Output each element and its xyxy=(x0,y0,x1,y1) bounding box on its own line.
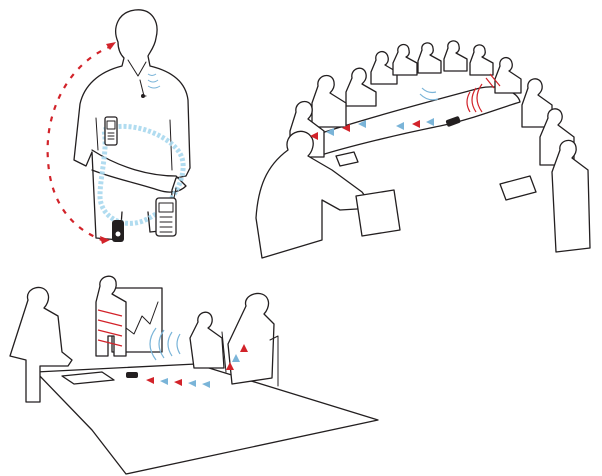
scene-personal xyxy=(48,10,190,244)
mobile-phone-icon xyxy=(126,372,138,378)
lapel-microphone-icon xyxy=(140,80,146,96)
hearing-device-icon xyxy=(112,220,124,242)
conference-attendees xyxy=(290,41,590,252)
scene-presentation xyxy=(10,276,378,474)
seated-attendee-right-2 xyxy=(228,293,274,384)
mobile-phone-icon xyxy=(445,116,461,127)
paper-sheet xyxy=(500,176,536,200)
paper-sheet xyxy=(356,190,400,236)
collar xyxy=(128,60,146,76)
seated-attendee-right-1 xyxy=(190,312,224,368)
paper-sheet xyxy=(336,152,358,166)
remote-control-icon xyxy=(156,188,176,236)
neck-signal-waves xyxy=(148,74,160,88)
mobile-phone-icon xyxy=(105,117,117,145)
scene-conference-table xyxy=(256,41,590,258)
signal-arc-red xyxy=(48,46,112,240)
